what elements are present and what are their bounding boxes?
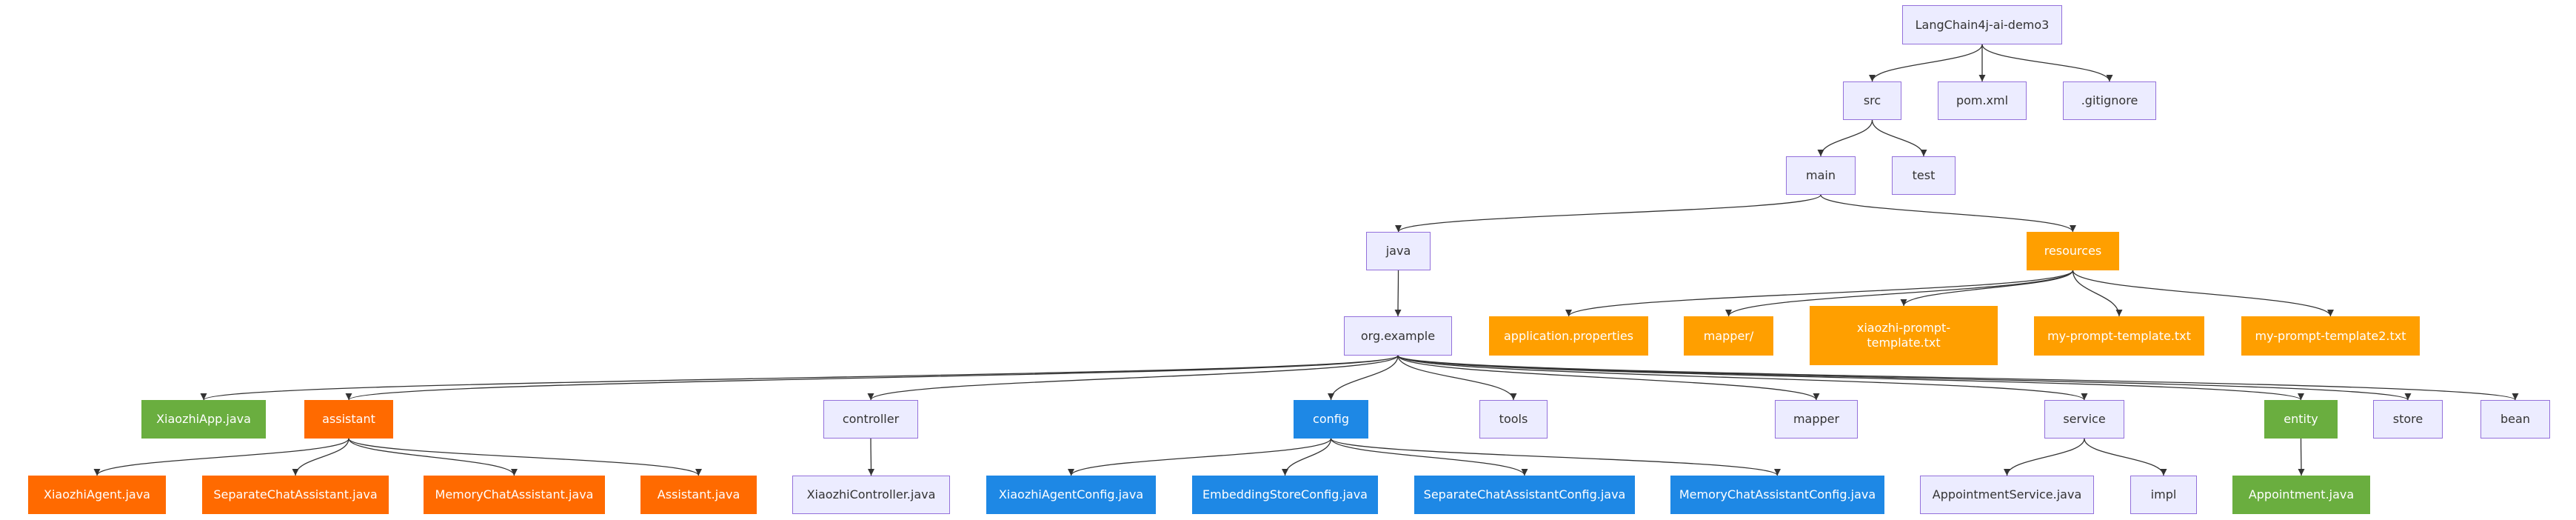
node-xiaozhiprompt[interactable]: xiaozhi-prompt-template.txt bbox=[1810, 306, 1998, 365]
node-src[interactable]: src bbox=[1843, 81, 1901, 120]
node-myprompt[interactable]: my-prompt-template.txt bbox=[2034, 316, 2204, 356]
node-impl[interactable]: impl bbox=[2130, 476, 2197, 514]
edge-assistant-memorychat bbox=[348, 438, 518, 476]
node-xiaozhiagent[interactable]: XiaozhiAgent.java bbox=[28, 476, 166, 514]
node-separatechat[interactable]: SeparateChatAssistant.java bbox=[202, 476, 389, 514]
node-appointment[interactable]: Appointment.java bbox=[2232, 476, 2370, 514]
node-embeddingstore[interactable]: EmbeddingStoreConfig.java bbox=[1192, 476, 1378, 514]
edge-orgexample-xiaozhiapp bbox=[200, 355, 1399, 401]
edge-service-appointmentservice bbox=[2003, 438, 2085, 476]
node-config[interactable]: config bbox=[1294, 400, 1368, 439]
edge-resources-xiaozhiprompt bbox=[1900, 270, 2074, 307]
edge-service-impl bbox=[2084, 438, 2167, 476]
edge-orgexample-config bbox=[1327, 355, 1399, 401]
node-entity[interactable]: entity bbox=[2264, 400, 2338, 439]
node-xiaozhiagentconfig[interactable]: XiaozhiAgentConfig.java bbox=[986, 476, 1156, 514]
node-assistantjava[interactable]: Assistant.java bbox=[640, 476, 757, 514]
node-mapper[interactable]: mapper bbox=[1775, 400, 1858, 439]
node-pom[interactable]: pom.xml bbox=[1938, 81, 2027, 120]
edge-config-separatechatconfig bbox=[1330, 438, 1528, 476]
edge-config-embeddingstore bbox=[1281, 438, 1332, 476]
edge-resources-mapperdir bbox=[1725, 270, 2074, 317]
edge-orgexample-entity bbox=[1397, 355, 2304, 401]
node-service[interactable]: service bbox=[2044, 400, 2124, 439]
edge-src-test bbox=[1871, 119, 1927, 157]
edge-assistant-assistantjava bbox=[348, 438, 702, 476]
node-mapperdir[interactable]: mapper/ bbox=[1684, 316, 1773, 356]
edge-orgexample-tools bbox=[1397, 355, 1517, 401]
node-appprops[interactable]: application.properties bbox=[1489, 316, 1648, 356]
edge-main-resources bbox=[1820, 194, 2076, 233]
edge-orgexample-bean bbox=[1397, 355, 2519, 401]
node-orgexample[interactable]: org.example bbox=[1344, 316, 1452, 356]
node-test[interactable]: test bbox=[1892, 156, 1956, 195]
node-tools[interactable]: tools bbox=[1479, 400, 1548, 439]
edge-entity-appointment bbox=[2298, 438, 2305, 476]
edge-resources-myprompt2 bbox=[2072, 270, 2334, 317]
node-xiaozhiapp[interactable]: XiaozhiApp.java bbox=[141, 400, 266, 439]
edge-config-memorychatconfig bbox=[1330, 438, 1781, 476]
node-appointmentservice[interactable]: AppointmentService.java bbox=[1920, 476, 2094, 514]
node-xiaozhicontroller[interactable]: XiaozhiController.java bbox=[792, 476, 950, 514]
node-gitignore[interactable]: .gitignore bbox=[2063, 81, 2156, 120]
node-memorychatconfig[interactable]: MemoryChatAssistantConfig.java bbox=[1670, 476, 1884, 514]
edge-assistant-xiaozhiagent bbox=[93, 438, 349, 476]
edge-resources-appprops bbox=[1565, 270, 2074, 317]
node-store[interactable]: store bbox=[2373, 400, 2443, 439]
edge-orgexample-assistant bbox=[345, 355, 1399, 401]
edge-main-java bbox=[1395, 194, 1821, 233]
edge-java-orgexample bbox=[1394, 270, 1402, 317]
node-resources[interactable]: resources bbox=[2027, 232, 2119, 270]
edge-config-xiaozhiagentconfig bbox=[1068, 438, 1332, 476]
edge-orgexample-controller bbox=[867, 355, 1399, 401]
edge-resources-myprompt bbox=[2072, 270, 2123, 317]
node-root[interactable]: LangChain4j-ai-demo3 bbox=[1902, 5, 2062, 44]
edge-assistant-separatechat bbox=[292, 438, 349, 476]
node-controller[interactable]: controller bbox=[823, 400, 918, 439]
node-java[interactable]: java bbox=[1366, 232, 1431, 270]
node-bean[interactable]: bean bbox=[2480, 400, 2550, 439]
node-assistant[interactable]: assistant bbox=[304, 400, 393, 439]
node-myprompt2[interactable]: my-prompt-template2.txt bbox=[2241, 316, 2420, 356]
edge-controller-xiaozhicontroller bbox=[867, 438, 875, 476]
node-main[interactable]: main bbox=[1786, 156, 1856, 195]
node-memorychat[interactable]: MemoryChatAssistant.java bbox=[424, 476, 605, 514]
edge-root-src bbox=[1869, 44, 1983, 82]
edge-orgexample-mapper bbox=[1397, 355, 1820, 401]
edge-src-main bbox=[1817, 119, 1873, 157]
edge-orgexample-service bbox=[1397, 355, 2088, 401]
node-separatechatconfig[interactable]: SeparateChatAssistantConfig.java bbox=[1414, 476, 1635, 514]
edge-root-gitignore bbox=[1981, 44, 2113, 82]
